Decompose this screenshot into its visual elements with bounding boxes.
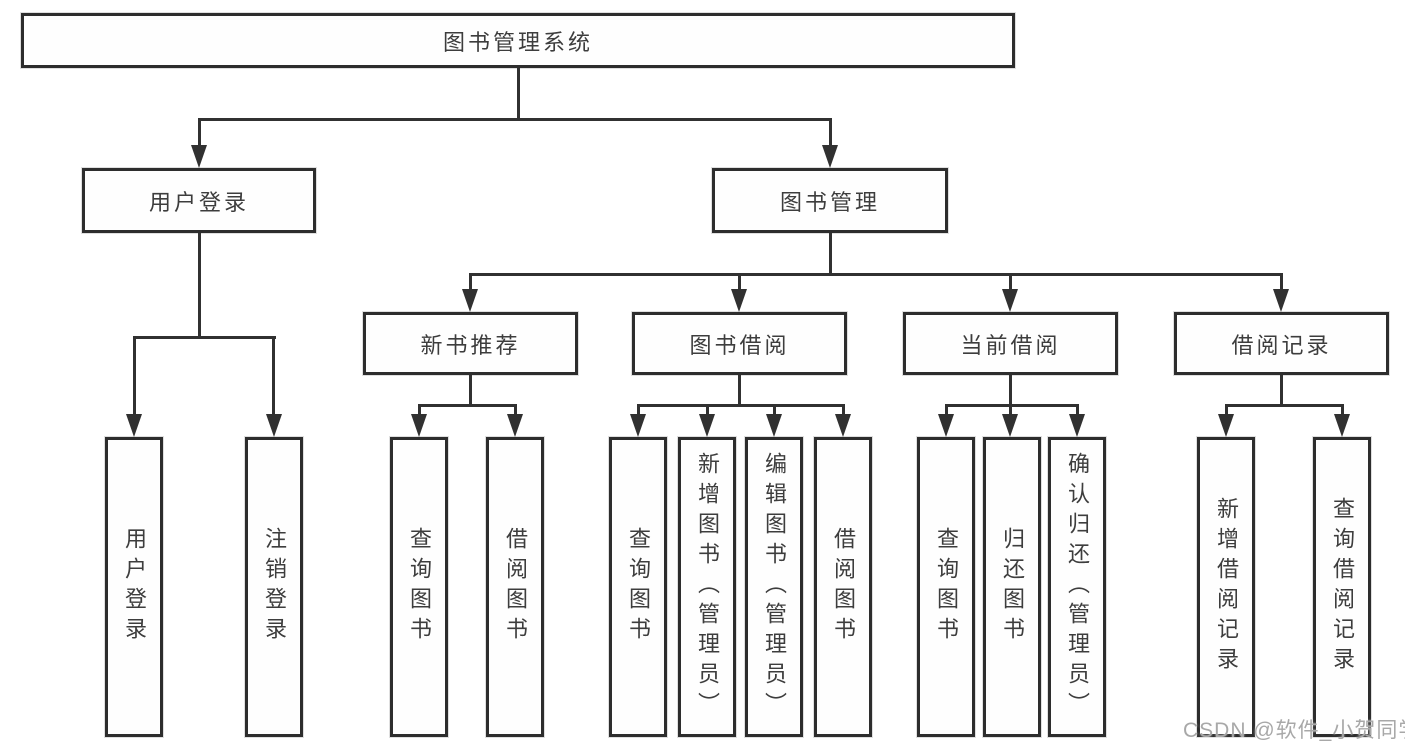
- edge-to-recd-query-record: [1341, 404, 1344, 414]
- arrowhead-rec-borrow-book: [507, 414, 523, 437]
- edge-to-book-borrow: [738, 273, 741, 290]
- leaf-logout-label: 注销登录: [262, 527, 287, 647]
- edge-to-leaf-logout: [272, 336, 275, 414]
- node-user-login: 用户登录: [82, 168, 316, 233]
- edge-to-rec-borrow-book: [514, 404, 517, 414]
- leaf-user-login-label: 用户登录: [122, 527, 147, 647]
- edge-to-current-borrow: [1009, 273, 1012, 290]
- node-user-login-label: 用户登录: [148, 189, 249, 215]
- arrowhead-bor-add-book: [699, 414, 715, 437]
- arrowhead-user-login: [191, 145, 207, 168]
- edge-book-mgmt-bar: [469, 273, 1283, 276]
- edge-to-recd-add-record: [1225, 404, 1228, 414]
- edge-to-cur-confirm-return: [1076, 404, 1079, 414]
- edge-root-bar: [198, 118, 832, 121]
- leaf-recommend-query-book: 查询图书: [390, 437, 448, 737]
- edge-to-bor-query-book: [637, 404, 640, 414]
- leaf-borrow-borrow-book: 借阅图书: [814, 437, 872, 737]
- leaf-recommend-query-book-label: 查询图书: [407, 527, 432, 647]
- arrowhead-bor-borrow-book: [835, 414, 851, 437]
- leaf-current-return-book: 归还图书: [983, 437, 1041, 737]
- node-book-borrow-label: 图书借阅: [689, 332, 790, 358]
- edge-records-bar: [1225, 404, 1344, 407]
- edge-records-stem: [1280, 375, 1283, 404]
- leaf-borrow-edit-book-admin-label: 编辑图书（管理员）: [762, 452, 787, 722]
- arrowhead-new-book-recommend: [462, 289, 478, 312]
- leaf-borrow-edit-book-admin: 编辑图书（管理员）: [745, 437, 803, 737]
- leaf-user-login: 用户登录: [105, 437, 163, 737]
- arrowhead-rec-query-book: [411, 414, 427, 437]
- node-book-management: 图书管理: [712, 168, 948, 233]
- arrowhead-cur-query-book: [938, 414, 954, 437]
- leaf-query-borrow-record-label: 查询借阅记录: [1330, 497, 1355, 677]
- arrowhead-bor-query-book: [630, 414, 646, 437]
- node-library-system-label: 图书管理系统: [442, 29, 593, 55]
- arrowhead-recd-add-record: [1218, 414, 1234, 437]
- edge-recommend-stem: [469, 375, 472, 404]
- edge-to-bor-add-book: [706, 404, 709, 414]
- node-new-book-recommend: 新书推荐: [363, 312, 578, 375]
- leaf-current-query-book-label: 查询图书: [934, 527, 959, 647]
- arrowhead-current-borrow: [1002, 289, 1018, 312]
- arrowhead-bor-edit-book: [766, 414, 782, 437]
- node-library-system: 图书管理系统: [21, 13, 1015, 68]
- csdn-watermark: CSDN @软件_小贺同学: [1183, 719, 1405, 742]
- edge-root-to-user-login: [198, 118, 201, 145]
- node-new-book-recommend-label: 新书推荐: [420, 332, 521, 358]
- leaf-current-confirm-return-admin: 确认归还（管理员）: [1048, 437, 1106, 737]
- edge-current-bar: [945, 404, 1079, 407]
- edge-to-bor-borrow-book: [842, 404, 845, 414]
- node-borrow-records-label: 借阅记录: [1231, 332, 1332, 358]
- edge-to-leaf-login: [133, 336, 136, 414]
- edge-recommend-bar: [418, 404, 517, 407]
- edge-borrow-bar: [637, 404, 845, 407]
- leaf-query-borrow-record: 查询借阅记录: [1313, 437, 1371, 737]
- leaf-recommend-borrow-book-label: 借阅图书: [503, 527, 528, 647]
- leaf-logout: 注销登录: [245, 437, 303, 737]
- leaf-current-confirm-return-admin-label: 确认归还（管理员）: [1065, 452, 1090, 722]
- leaf-add-borrow-record-label: 新增借阅记录: [1214, 497, 1239, 677]
- edge-to-borrow-records: [1280, 273, 1283, 290]
- arrowhead-book-borrow: [731, 289, 747, 312]
- node-book-management-label: 图书管理: [779, 189, 880, 215]
- edge-root-stem: [517, 68, 520, 118]
- edge-to-cur-query-book: [945, 404, 948, 414]
- node-book-borrow: 图书借阅: [632, 312, 847, 375]
- leaf-borrow-borrow-book-label: 借阅图书: [831, 527, 856, 647]
- leaf-borrow-add-book-admin-label: 新增图书（管理员）: [695, 452, 720, 722]
- edge-user-login-bar: [133, 336, 276, 339]
- edge-current-stem: [1009, 375, 1012, 404]
- leaf-current-query-book: 查询图书: [917, 437, 975, 737]
- edge-to-new-book-recommend: [469, 273, 472, 290]
- leaf-recommend-borrow-book: 借阅图书: [486, 437, 544, 737]
- leaf-borrow-query-book: 查询图书: [609, 437, 667, 737]
- leaf-borrow-query-book-label: 查询图书: [626, 527, 651, 647]
- arrowhead-recd-query-record: [1334, 414, 1350, 437]
- arrowhead-book-management: [822, 145, 838, 168]
- edge-user-login-stem: [198, 233, 201, 336]
- arrowhead-cur-confirm-return: [1069, 414, 1085, 437]
- node-current-borrow: 当前借阅: [903, 312, 1118, 375]
- leaf-current-return-book-label: 归还图书: [1000, 527, 1025, 647]
- edge-to-bor-edit-book: [773, 404, 776, 414]
- arrowhead-leaf-logout: [266, 414, 282, 437]
- leaf-add-borrow-record: 新增借阅记录: [1197, 437, 1255, 737]
- node-borrow-records: 借阅记录: [1174, 312, 1389, 375]
- arrowhead-leaf-login: [126, 414, 142, 437]
- arrowhead-borrow-records: [1273, 289, 1289, 312]
- arrowhead-cur-return-book: [1002, 414, 1018, 437]
- edge-borrow-stem: [738, 375, 741, 404]
- node-current-borrow-label: 当前借阅: [960, 332, 1061, 358]
- edge-book-mgmt-stem: [829, 233, 832, 273]
- leaf-borrow-add-book-admin: 新增图书（管理员）: [678, 437, 736, 737]
- edge-root-to-book-management: [829, 118, 832, 145]
- edge-to-cur-return-book: [1009, 404, 1012, 414]
- edge-to-rec-query-book: [418, 404, 421, 414]
